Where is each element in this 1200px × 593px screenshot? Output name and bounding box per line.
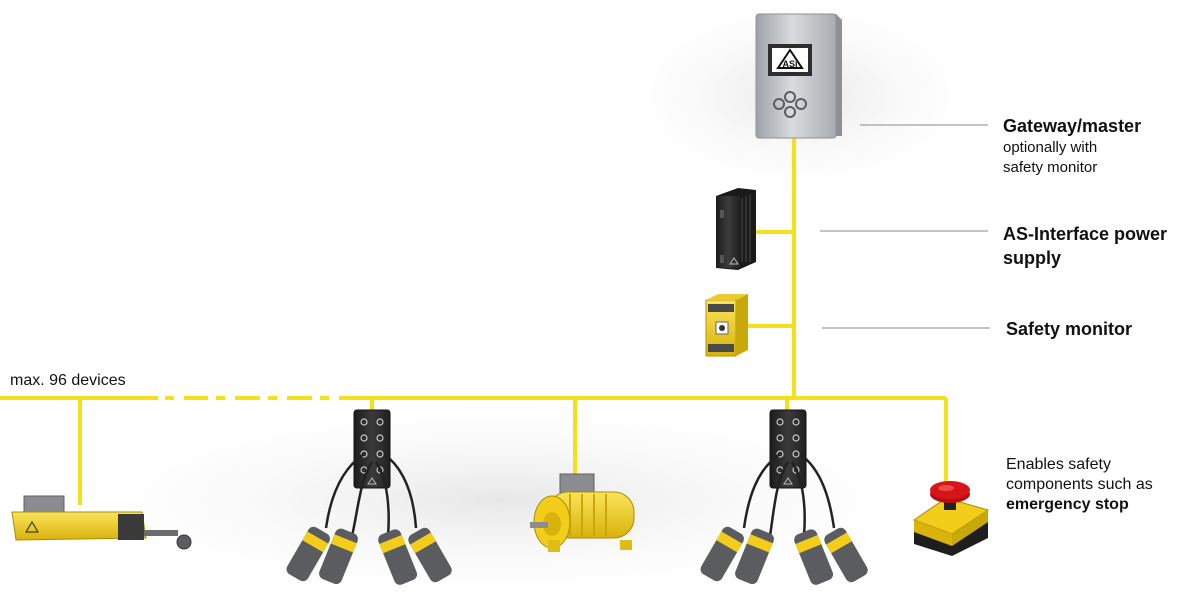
- safety-monitor-label: Safety monitor: [1006, 319, 1133, 339]
- background-glow: [20, 390, 980, 593]
- leader-lines: [820, 124, 990, 329]
- gateway-subtitle-line2: safety monitor: [1003, 159, 1098, 176]
- max-devices-label: max. 96 devices: [10, 372, 126, 389]
- as-i-logo-icon: ASi: [776, 48, 804, 69]
- io-module-left: [324, 409, 418, 537]
- power-supply-label-line2: supply: [1003, 248, 1062, 268]
- emergency-stop: [912, 481, 990, 556]
- svg-text:ASi: ASi: [782, 59, 797, 69]
- proximity-sensors-left: [286, 526, 452, 585]
- as-interface-power-supply: [716, 188, 756, 270]
- keypad-buttons-icon: [773, 91, 807, 118]
- motor: [530, 473, 635, 552]
- io-module-right: [742, 409, 836, 537]
- enables-safety-line2: components such as: [1006, 476, 1153, 493]
- power-supply-label-line1: AS-Interface power: [1003, 224, 1168, 244]
- gateway-master-label: Gateway/master: [1003, 116, 1142, 136]
- proximity-sensors-right: [700, 526, 868, 585]
- gateway-subtitle-line1: optionally with: [1003, 139, 1098, 156]
- as-interface-bus: [0, 130, 948, 505]
- gateway-master: ASi: [755, 13, 842, 139]
- enables-safety-line1: Enables safety: [1006, 456, 1111, 473]
- emergency-stop-label: emergency stop: [1006, 496, 1129, 513]
- safety-monitor: [705, 294, 748, 357]
- linear-actuator: [11, 495, 192, 550]
